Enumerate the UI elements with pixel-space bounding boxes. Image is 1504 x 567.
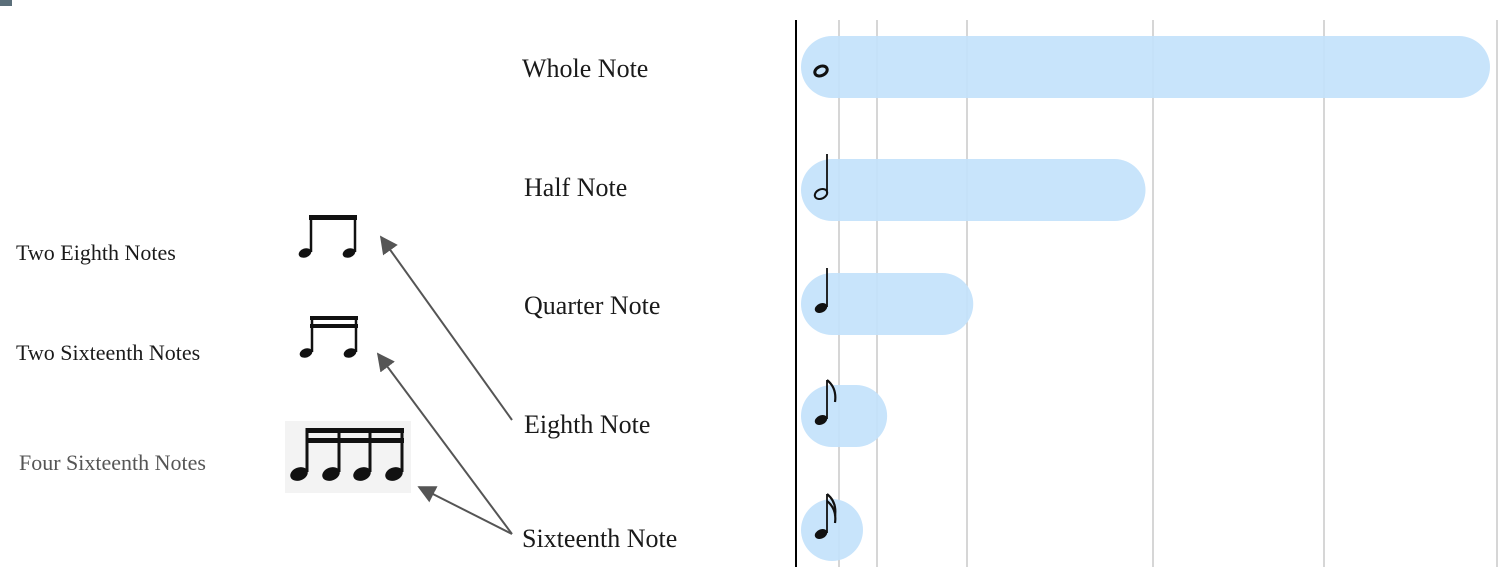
- label-eighth-note: Eighth Note: [524, 410, 651, 439]
- label-whole-note: Whole Note: [522, 54, 649, 83]
- eighth-note-icon: [814, 379, 837, 425]
- label-half-note: Half Note: [524, 173, 628, 202]
- duration-bar-sixteenth: [801, 499, 863, 561]
- title-fragment: [0, 0, 12, 6]
- half-note-icon: [813, 154, 829, 200]
- beamed-two-eighth-notes-icon: [298, 215, 357, 258]
- label-quarter-note: Quarter Note: [524, 291, 661, 320]
- quarter-note-icon: [814, 268, 828, 313]
- label-two-sixteenth-notes: Two Sixteenth Notes: [16, 340, 201, 365]
- duration-bar-whole: [801, 36, 1490, 98]
- arrow-eighth-to-two-eighth: [379, 235, 513, 421]
- duration-bar-half: [801, 159, 1146, 221]
- sixteenth-note-icon: [814, 493, 837, 539]
- label-four-sixteenth-notes: Four Sixteenth Notes: [19, 450, 206, 475]
- duration-bar-quarter: [801, 273, 974, 335]
- beamed-four-sixteenth-notes-icon: [285, 421, 411, 493]
- whole-note-icon: [813, 64, 829, 78]
- arrow-sixteenth-to-two-sixteenth: [376, 352, 513, 535]
- label-sixteenth-note: Sixteenth Note: [522, 524, 678, 553]
- beamed-two-sixteenth-notes-icon: [299, 316, 358, 358]
- label-two-eighth-notes: Two Eighth Notes: [16, 240, 176, 265]
- duration-bar-eighth: [801, 385, 888, 447]
- arrow-sixteenth-to-four-sixteenth: [417, 486, 513, 535]
